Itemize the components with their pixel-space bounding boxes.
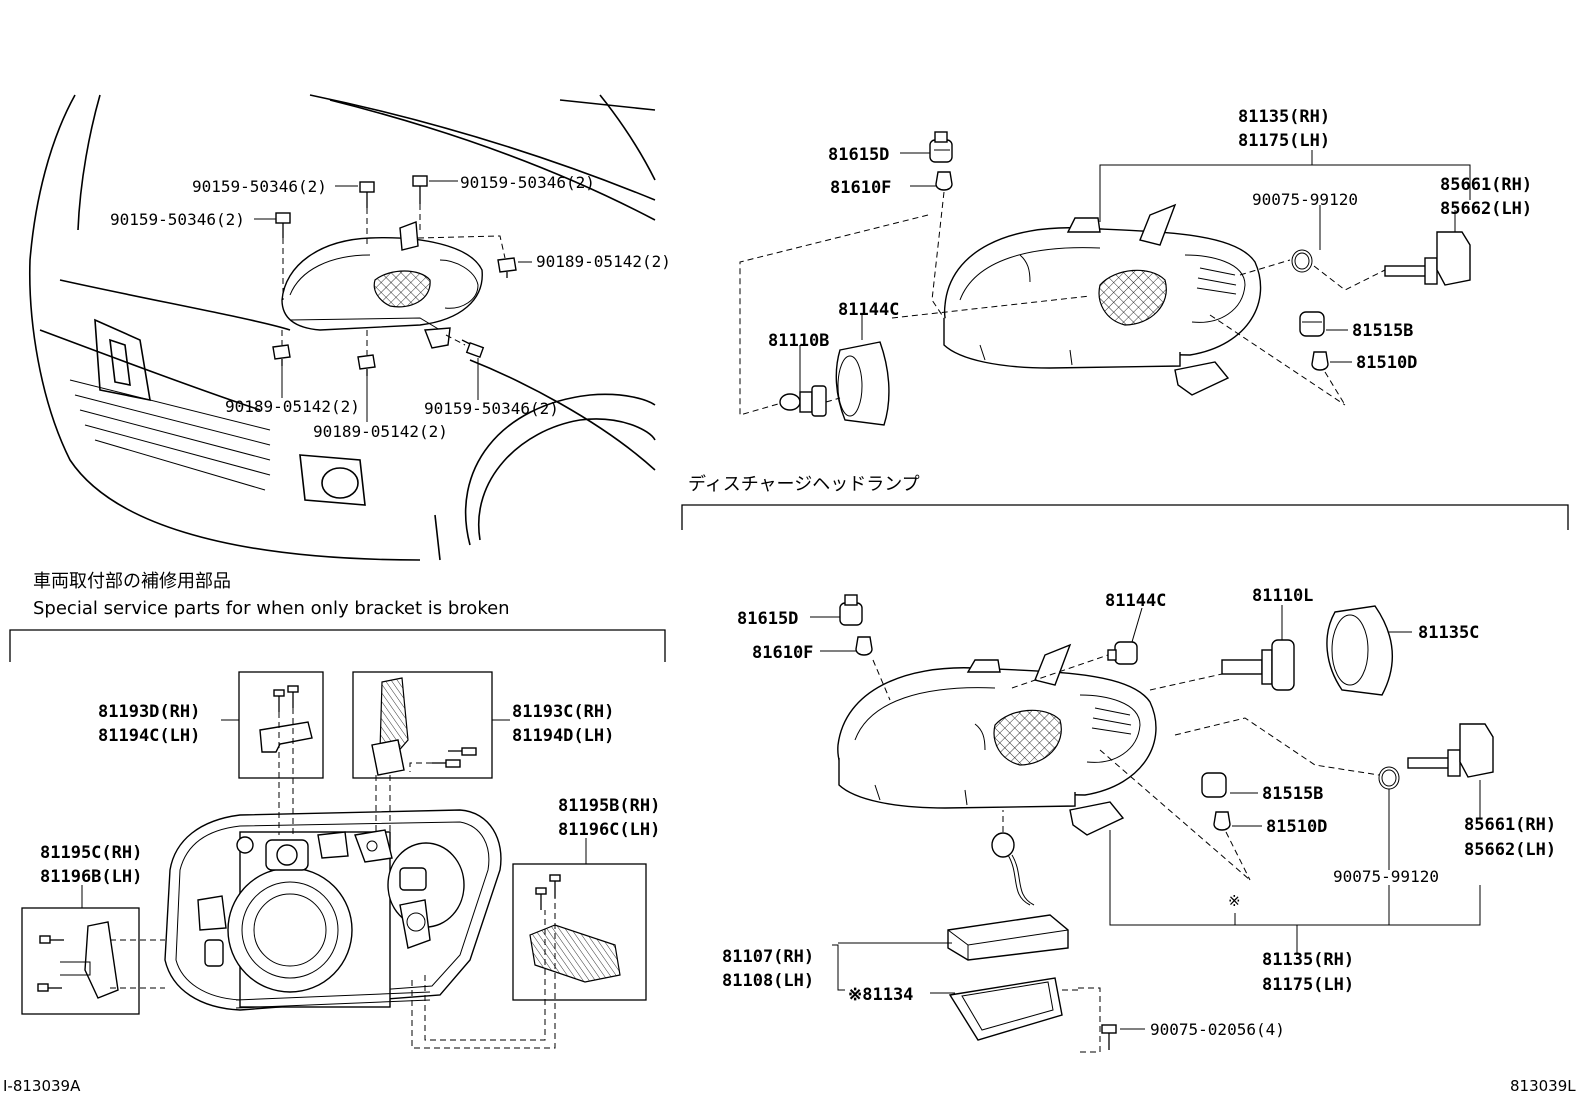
- label-discharge-81610f: 81610F: [752, 643, 813, 663]
- label-discharge-socket-lh: 85662(LH): [1464, 840, 1556, 860]
- label-special-b1-rh: 81193D(RH): [98, 702, 200, 722]
- ballast-icon: [947, 914, 1069, 961]
- label-discharge-81135c: 81135C: [1418, 623, 1479, 643]
- label-discharge-81144c: 81144C: [1105, 591, 1166, 611]
- bulb-icon: [855, 636, 873, 656]
- label-screw: 90075-02056(4): [1150, 1020, 1285, 1039]
- label-special-b1-lh: 81194C(LH): [98, 726, 200, 746]
- label-clip-right: 90189-05142(2): [536, 252, 671, 271]
- label-special-b3-lh: 81196C(LH): [558, 820, 660, 840]
- clip-icon: [497, 257, 517, 278]
- label-halogen-socket-lh: 85662(LH): [1440, 199, 1532, 219]
- bolt-icon: [461, 339, 485, 358]
- label-special-b3-rh: 81195B(RH): [558, 796, 660, 816]
- bracket-icon: [371, 677, 477, 776]
- label-discharge-81615d: 81615D: [737, 609, 798, 629]
- discharge-headlamp-illustration: [810, 594, 1494, 1053]
- label-discharge-assy-lh: 81175(LH): [1262, 975, 1354, 995]
- label-halogen-81515b: 81515B: [1352, 321, 1413, 341]
- label-bolt-bottom-right: 90159-50346(2): [424, 399, 559, 418]
- socket-icon: [1299, 311, 1325, 337]
- halogen-headlamp-illustration: [739, 131, 1471, 426]
- special-section-title-en: Special service parts for when only brac…: [33, 598, 510, 619]
- label-halogen-81110b: 81110B: [768, 331, 829, 351]
- label-clip-bottom-center: 90189-05142(2): [313, 422, 448, 441]
- hid-socket-icon: [1407, 723, 1494, 778]
- label-special-b4-lh: 81196B(LH): [40, 867, 142, 887]
- bulb-icon: [1213, 811, 1231, 831]
- clip-icon: [357, 354, 376, 376]
- label-ballast-rh: 81107(RH): [722, 947, 814, 967]
- discharge-section-title: ディスチャージヘッドランプ: [688, 474, 920, 495]
- label-special-b2-lh: 81194D(LH): [512, 726, 614, 746]
- label-halogen-socket-rh: 85661(RH): [1440, 175, 1532, 195]
- bulb-icon: [1311, 351, 1329, 371]
- label-halogen-81144c: 81144C: [838, 300, 899, 320]
- label-bolt-top-center: 90159-50346(2): [460, 173, 595, 192]
- label-halogen-81610f: 81610F: [830, 178, 891, 198]
- label-discharge-assy-rh: 81135(RH): [1262, 950, 1354, 970]
- socket-icon: [839, 594, 863, 626]
- socket-icon: [1201, 772, 1227, 798]
- reference-code-right: 813039L: [1510, 1077, 1576, 1095]
- halogen-bulb-icon: [779, 385, 827, 417]
- bulb-icon: [935, 171, 953, 191]
- label-halogen-assy-lh: 81175(LH): [1238, 131, 1330, 151]
- socket-icon: [929, 131, 953, 163]
- special-section-bracket: [9, 629, 666, 662]
- bolt-icon: [359, 181, 375, 208]
- label-discharge-81110l: 81110L: [1252, 586, 1313, 606]
- o-ring-icon: [1291, 249, 1313, 273]
- hid-socket-icon: [1384, 231, 1471, 286]
- reference-code-left: I-813039A: [3, 1077, 81, 1095]
- label-bolt-left: 90159-50346(2): [110, 210, 245, 229]
- label-special-b4-rh: 81195C(RH): [40, 843, 142, 863]
- note-mark: ※: [1228, 892, 1241, 910]
- label-discharge-81515b: 81515B: [1262, 784, 1323, 804]
- label-clip-bottom-left: 90189-05142(2): [225, 397, 360, 416]
- bracket-icon: [37, 921, 119, 999]
- label-halogen-81510d: 81510D: [1356, 353, 1417, 373]
- clip-icon: [272, 344, 291, 366]
- screw-icon: [1101, 1024, 1117, 1050]
- igniter-icon: [991, 832, 1035, 906]
- hid-bulb-icon: [1221, 639, 1295, 691]
- socket-icon: [1107, 641, 1138, 665]
- label-bracket-81134: ※81134: [848, 985, 913, 1005]
- cover-icon: [1326, 605, 1393, 696]
- o-ring-icon: [1378, 766, 1400, 790]
- vehicle-front-illustration: [28, 94, 656, 561]
- special-section-title-jp: 車両取付部の補修用部品: [33, 571, 231, 592]
- ballast-bracket-icon: [948, 977, 1063, 1041]
- label-halogen-81615d: 81615D: [828, 145, 889, 165]
- label-bolt-top-left: 90159-50346(2): [192, 177, 327, 196]
- label-discharge-81510d: 81510D: [1266, 817, 1327, 837]
- label-special-b2-rh: 81193C(RH): [512, 702, 614, 722]
- label-ballast-lh: 81108(LH): [722, 971, 814, 991]
- bolt-icon: [275, 212, 291, 238]
- bolt-icon: [412, 175, 428, 204]
- discharge-section-bracket: [681, 504, 1569, 530]
- headlamp-rear-illustration: [21, 671, 647, 1049]
- bracket-icon: [529, 874, 621, 983]
- dust-cover-icon: [835, 341, 890, 426]
- label-discharge-socket-rh: 85661(RH): [1464, 815, 1556, 835]
- label-halogen-assy-rh: 81135(RH): [1238, 107, 1330, 127]
- bracket-icon: [259, 685, 313, 753]
- label-halogen-oring: 90075-99120: [1252, 190, 1358, 209]
- label-discharge-oring: 90075-99120: [1333, 867, 1439, 886]
